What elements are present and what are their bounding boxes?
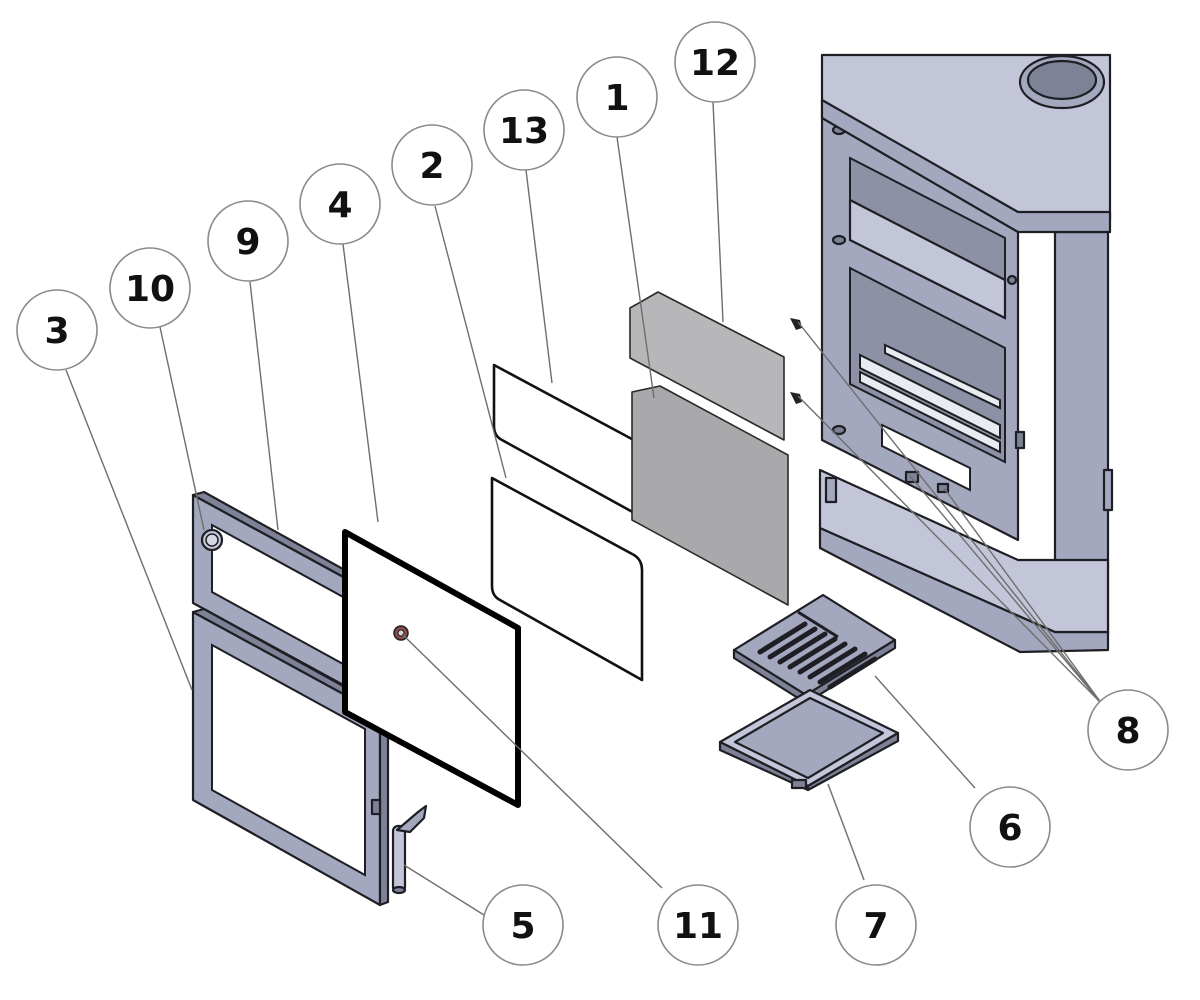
svg-text:6: 6 [997,808,1022,849]
callout-3: 3 [16,289,98,371]
svg-text:8: 8 [1115,711,1140,752]
svg-text:3: 3 [44,311,69,352]
svg-text:11: 11 [673,906,723,947]
svg-text:2: 2 [419,146,444,187]
callout-13: 13 [483,89,565,171]
callout-5: 5 [482,884,564,966]
callout-6: 6 [969,786,1051,868]
svg-text:13: 13 [499,111,549,152]
svg-text:10: 10 [125,269,175,310]
fireboard-upper [629,291,785,441]
callout-4: 4 [299,163,381,245]
svg-text:7: 7 [863,906,888,947]
ash-pan [718,688,900,792]
glass-seal-lower [490,476,644,682]
callout-1: 1 [576,56,658,138]
door-handle [391,804,428,895]
svg-text:1: 1 [604,78,629,119]
svg-text:4: 4 [327,185,352,226]
callout-9: 9 [207,200,289,282]
callout-10: 10 [109,247,191,329]
screws [790,318,802,404]
callout-11: 11 [657,884,739,966]
leader-lines [65,101,1103,916]
svg-text:9: 9 [235,222,260,263]
callout-8: 8 [1087,689,1169,771]
stove-body [818,53,1114,654]
callout-2: 2 [391,124,473,206]
callout-7: 7 [835,884,917,966]
grate-slots [757,610,878,690]
callout-12: 12 [674,21,756,103]
door-assembly [191,490,390,907]
fireboard-lower [631,385,789,606]
svg-text:5: 5 [510,906,535,947]
svg-text:12: 12 [690,43,740,84]
grate [732,593,897,705]
